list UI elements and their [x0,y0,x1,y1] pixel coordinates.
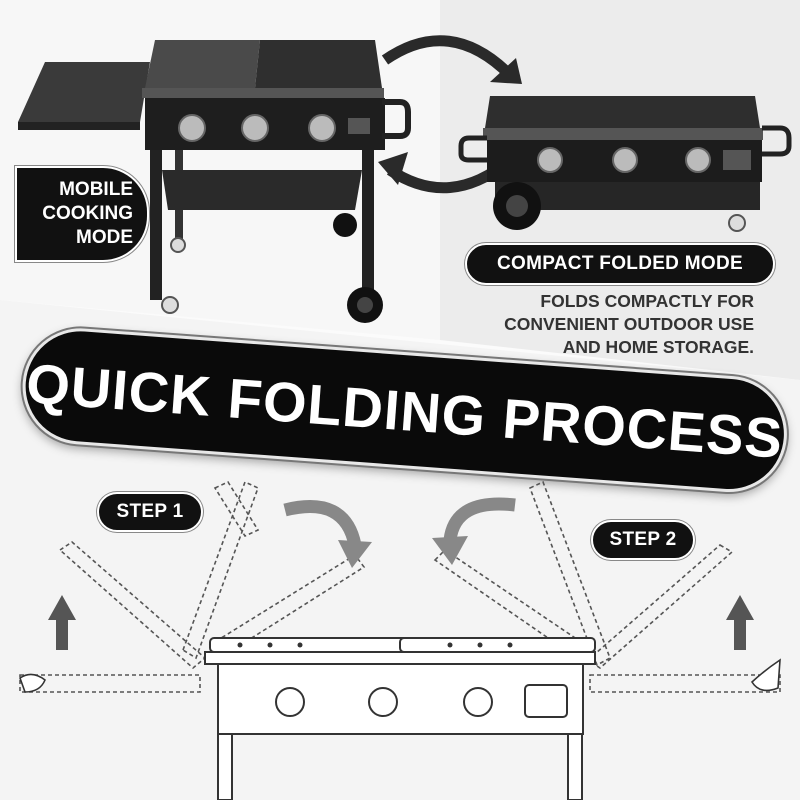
mobile-label-line3: MODE [76,227,133,248]
grill-line-drawing [204,637,596,800]
fold-description: FOLDS COMPACTLY FOR CONVENIENT OUTDOOR U… [424,290,754,359]
folding-diagram [19,480,781,800]
hand-icon [750,658,781,692]
grill-mobile-photo [18,40,411,323]
up-arrow-icon [48,595,76,650]
grill-folded-photo [458,96,792,232]
compact-folded-mode-label: COMPACT FOLDED MODE [465,243,775,285]
curved-arrow-icon [443,497,516,542]
up-arrow-icon [726,595,754,650]
description-line2: CONVENIENT OUTDOOR USE [504,314,754,334]
description-line3: AND HOME STORAGE. [562,337,754,357]
mobile-label-line1: MOBILE [59,179,133,200]
curved-arrow-icon [283,500,362,547]
mobile-cooking-mode-label: MOBILE COOKING MODE [15,166,149,262]
mobile-label-line2: COOKING [42,203,133,224]
hand-icon [19,673,46,693]
step-2-label: STEP 2 [591,520,695,560]
step-1-label: STEP 1 [97,492,203,532]
description-line1: FOLDS COMPACTLY FOR [540,291,754,311]
